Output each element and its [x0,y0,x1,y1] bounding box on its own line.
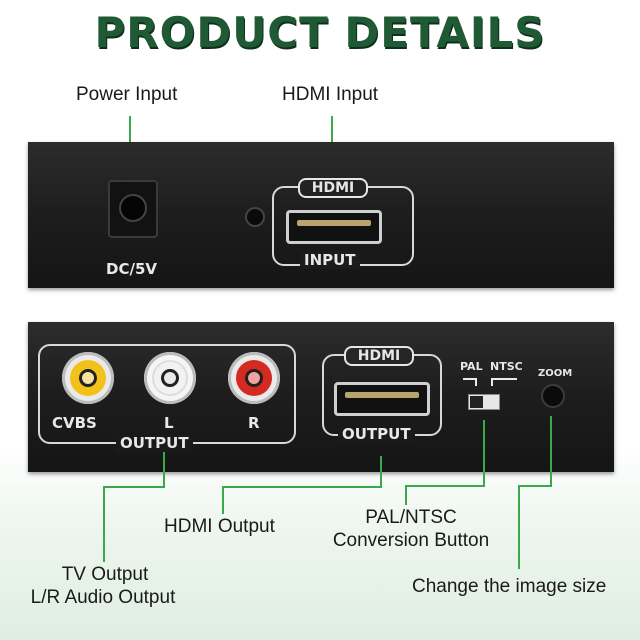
rca-white-pin-icon [161,369,179,387]
converter-back-panel-output: CVBS L R OUTPUT HDMI OUTPUT PAL NTSC ZOO… [28,322,614,472]
hdmi-output-label: OUTPUT [338,425,415,443]
rca-yellow-pin-icon [79,369,97,387]
callout-line-hdmi-out-a [380,456,382,486]
callout-line-tv-c [103,486,105,562]
zoom-label: ZOOM [538,368,573,379]
dc-power-jack[interactable] [108,180,158,238]
callout-power-input: Power Input [76,84,178,105]
ntsc-bracket [491,378,517,380]
callout-pal-ntsc-line2: Conversion Button [332,530,490,551]
hdmi-input-port[interactable] [286,210,382,244]
callout-line-hdmi-out-c [222,486,224,514]
callout-line-pal-b [405,485,485,487]
right-audio-label: R [248,414,260,432]
rca-cvbs-jack[interactable] [62,352,114,404]
rca-left-audio-jack[interactable] [144,352,196,404]
callout-line-pal-c [405,485,407,505]
av-output-label: OUTPUT [116,434,193,452]
callout-line-pal-a [483,420,485,486]
pal-bracket [463,378,477,380]
rca-right-audio-jack[interactable] [228,352,280,404]
pal-bracket-tick [475,378,477,386]
rca-red-pin-icon [245,369,263,387]
callout-line-zoom-c [518,485,520,569]
callout-image-size: Change the image size [412,576,607,597]
callout-line-zoom-b [518,485,552,487]
ntsc-bracket-tick [491,378,493,386]
pal-label: PAL [460,360,483,373]
callout-hdmi-input: HDMI Input [282,84,379,105]
callout-pal-ntsc-line1: PAL/NTSC [365,507,457,528]
left-audio-label: L [164,414,174,432]
indicator-led [245,207,265,227]
ntsc-label: NTSC [490,360,523,373]
callout-line-hdmi-out-b [222,486,382,488]
switch-knob [470,396,483,408]
pal-ntsc-switch[interactable] [468,394,500,410]
callout-line-tv-a [163,452,165,488]
callout-tv-output-line2: L/R Audio Output [30,587,176,608]
hdmi-output-port[interactable] [334,382,430,416]
page-title: PRODUCT DETAILS [94,8,546,57]
callout-hdmi-output: HDMI Output [164,516,275,537]
zoom-button[interactable] [541,384,565,408]
cvbs-label: CVBS [52,414,97,432]
input-label: INPUT [300,251,360,269]
hdmi-logo-badge: HDMI [298,178,368,198]
callout-line-tv-b [103,486,165,488]
callout-tv-output-line1: TV Output [61,564,149,585]
callout-line-zoom-a [550,416,552,486]
dc-label: DC/5V [106,260,157,278]
hdmi-logo-badge-output: HDMI [344,346,414,366]
converter-back-panel-input: DC/5V HDMI INPUT [28,142,614,288]
dc-jack-hole-icon [119,194,147,222]
